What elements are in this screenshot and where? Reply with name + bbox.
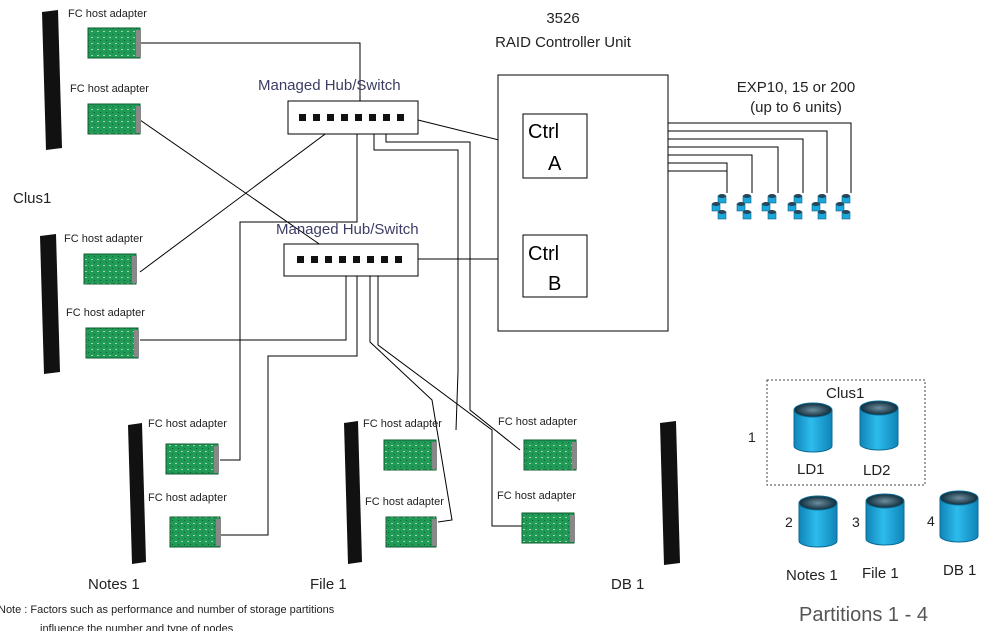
expansion-unit-icon: [835, 194, 851, 220]
note-line-1: Note : Factors such as performance and n…: [0, 604, 335, 616]
svg-text:Ctrl: Ctrl: [528, 243, 559, 265]
note-line-2: influence the number and type of nodes: [40, 623, 234, 631]
clus1-server-2: [40, 234, 60, 374]
disk-ld2-icon: [859, 400, 899, 451]
fc-adapter-n2: FC host adapter: [148, 492, 227, 548]
svg-text:FC host adapter: FC host adapter: [148, 418, 227, 430]
partitions-title: Partitions 1 - 4: [799, 604, 928, 626]
svg-text:FC host adapter: FC host adapter: [70, 83, 149, 95]
svg-text:Managed Hub/Switch: Managed Hub/Switch: [258, 77, 401, 94]
svg-text:File 1: File 1: [862, 565, 899, 582]
fc-adapter-d2: FC host adapter: [497, 490, 576, 544]
notes-server: [128, 423, 146, 564]
svg-text:FC host adapter: FC host adapter: [365, 496, 444, 508]
svg-text:LD2: LD2: [863, 462, 891, 479]
expansion-unit-icon: [761, 194, 777, 220]
svg-text:DB 1: DB 1: [943, 562, 976, 579]
partition-3: 3 File 1: [852, 493, 905, 582]
svg-text:Managed Hub/Switch: Managed Hub/Switch: [276, 221, 419, 238]
expansion-units: [711, 194, 851, 220]
raid-controller-unit: 3526 RAID Controller Unit Ctrl A Ctrl B: [495, 10, 669, 332]
svg-text:3: 3: [852, 514, 860, 530]
svg-text:A: A: [548, 153, 562, 175]
managed-hub-top: Managed Hub/Switch: [258, 77, 419, 135]
db-server-label: DB 1: [611, 576, 644, 593]
partition-1-box: Clus1 1 LD1 LD2: [748, 379, 926, 486]
fc-adapter-f1: FC host adapter: [363, 418, 442, 471]
fc-cables: [139, 42, 852, 536]
svg-text:B: B: [548, 273, 561, 295]
fc-adapter-n1: FC host adapter: [148, 418, 227, 475]
file-server-label: File 1: [310, 576, 347, 593]
svg-text:RAID Controller Unit: RAID Controller Unit: [495, 34, 632, 51]
svg-text:EXP10, 15 or 200: EXP10, 15 or 200: [737, 79, 855, 96]
partition-4: 4 DB 1: [927, 490, 979, 579]
file-server: [344, 421, 362, 564]
svg-text:FC host adapter: FC host adapter: [497, 490, 576, 502]
clus1-server-1: [42, 10, 62, 150]
expansion-unit-icon: [787, 194, 803, 220]
svg-text:FC host adapter: FC host adapter: [66, 307, 145, 319]
expansion-label: EXP10, 15 or 200 (up to 6 units): [737, 79, 855, 116]
fc-adapter-c1a: FC host adapter: [68, 8, 147, 59]
fc-adapter-c2b: FC host adapter: [66, 307, 145, 359]
svg-text:Ctrl: Ctrl: [528, 121, 559, 143]
svg-text:Notes 1: Notes 1: [786, 567, 838, 584]
managed-hub-bottom: Managed Hub/Switch: [276, 221, 419, 277]
svg-text:LD1: LD1: [797, 461, 825, 478]
controller-b: Ctrl B: [522, 234, 588, 298]
svg-text:FC host adapter: FC host adapter: [148, 492, 227, 504]
expansion-unit-icon: [811, 194, 827, 220]
expansion-unit-icon: [736, 194, 752, 220]
partition-2: 2 Notes 1: [785, 495, 838, 584]
fc-adapter-d1: FC host adapter: [498, 416, 577, 471]
cluster-label: Clus1: [13, 190, 51, 207]
disk-ld1-icon: [793, 402, 833, 453]
notes-server-label: Notes 1: [88, 576, 140, 593]
fc-adapter-c1b: FC host adapter: [70, 83, 149, 135]
svg-text:(up to 6 units): (up to 6 units): [750, 99, 842, 116]
svg-text:FC host adapter: FC host adapter: [498, 416, 577, 428]
svg-text:2: 2: [785, 514, 793, 530]
svg-text:FC host adapter: FC host adapter: [64, 233, 143, 245]
svg-text:FC host adapter: FC host adapter: [363, 418, 442, 430]
svg-text:3526: 3526: [546, 10, 579, 27]
svg-text:4: 4: [927, 513, 935, 529]
svg-text:Clus1: Clus1: [826, 385, 864, 402]
db-server: [660, 421, 680, 565]
svg-text:FC host adapter: FC host adapter: [68, 8, 147, 20]
controller-a: Ctrl A: [522, 113, 588, 179]
fc-adapter-f2: FC host adapter: [365, 496, 444, 548]
fc-adapter-c2a: FC host adapter: [64, 233, 143, 285]
expansion-unit-icon: [711, 194, 727, 220]
svg-text:1: 1: [748, 429, 756, 445]
